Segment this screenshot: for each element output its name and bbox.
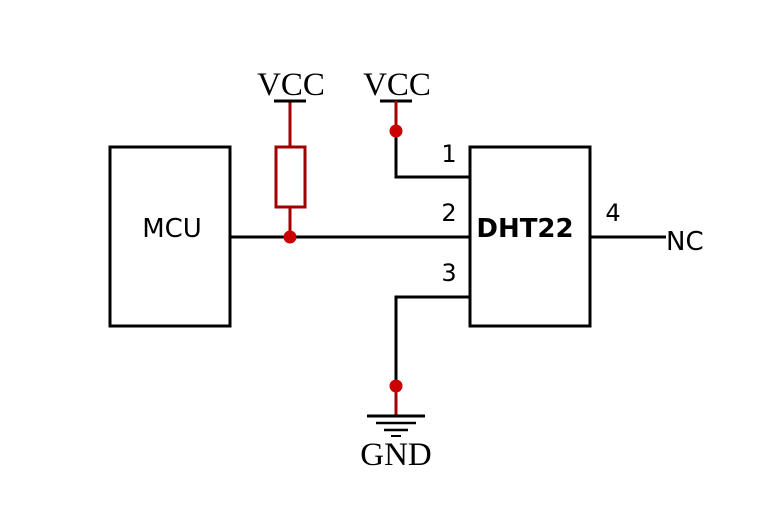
pin-1-number: 1	[441, 140, 456, 168]
mcu-label: MCU	[142, 214, 202, 244]
vcc-right-label: VCC	[363, 67, 431, 103]
vcc-left-label: VCC	[257, 67, 325, 103]
gnd-junction-dot	[389, 379, 403, 393]
gnd-label: GND	[360, 437, 432, 473]
pin3-wire	[394, 295, 470, 386]
pin-4-number: 4	[605, 199, 620, 227]
vcc-junction-dot	[389, 124, 403, 138]
data-junction-dot	[283, 230, 297, 244]
pin-3-number: 3	[441, 259, 456, 287]
dht22-label: DHT22	[476, 214, 573, 244]
pin-2-number: 2	[441, 199, 456, 227]
nc-label: NC	[666, 227, 704, 257]
pin1-wire	[394, 131, 470, 179]
pullup-resistor	[274, 145, 307, 209]
ground-icon	[367, 414, 425, 437]
